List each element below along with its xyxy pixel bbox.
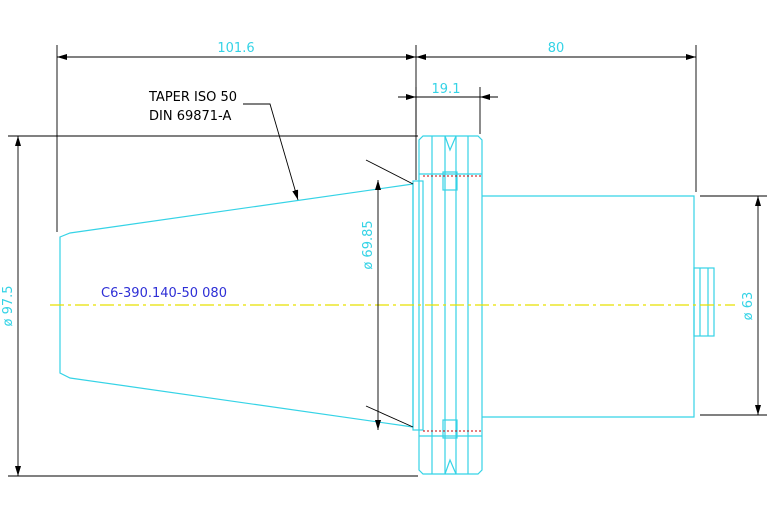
hidden-lines xyxy=(423,175,482,432)
dim-taper-length: 101.6 xyxy=(217,41,254,56)
dim-shank-length: 80 xyxy=(548,41,565,56)
tool-outline xyxy=(59,135,715,475)
dim-flange-diameter: ø 97.5 xyxy=(1,285,16,326)
dim-flange-width: 19.1 xyxy=(432,82,461,97)
taper-note-line1: TAPER ISO 50 xyxy=(148,90,237,105)
dim-gauge-diameter: ø 69.85 xyxy=(361,220,376,269)
taper-note-line2: DIN 69871-A xyxy=(149,109,231,124)
end-stub xyxy=(693,267,715,337)
taper-leader xyxy=(243,103,299,201)
dim-shank-diameter: ø 63 xyxy=(741,292,756,321)
part-number: C6-390.140-50 080 xyxy=(101,286,227,301)
flange xyxy=(418,135,483,475)
shank xyxy=(482,195,695,418)
extension-lines xyxy=(8,45,767,477)
dimension-lines xyxy=(15,54,761,476)
v-groove-top xyxy=(444,135,457,152)
v-groove-bottom xyxy=(444,458,457,475)
